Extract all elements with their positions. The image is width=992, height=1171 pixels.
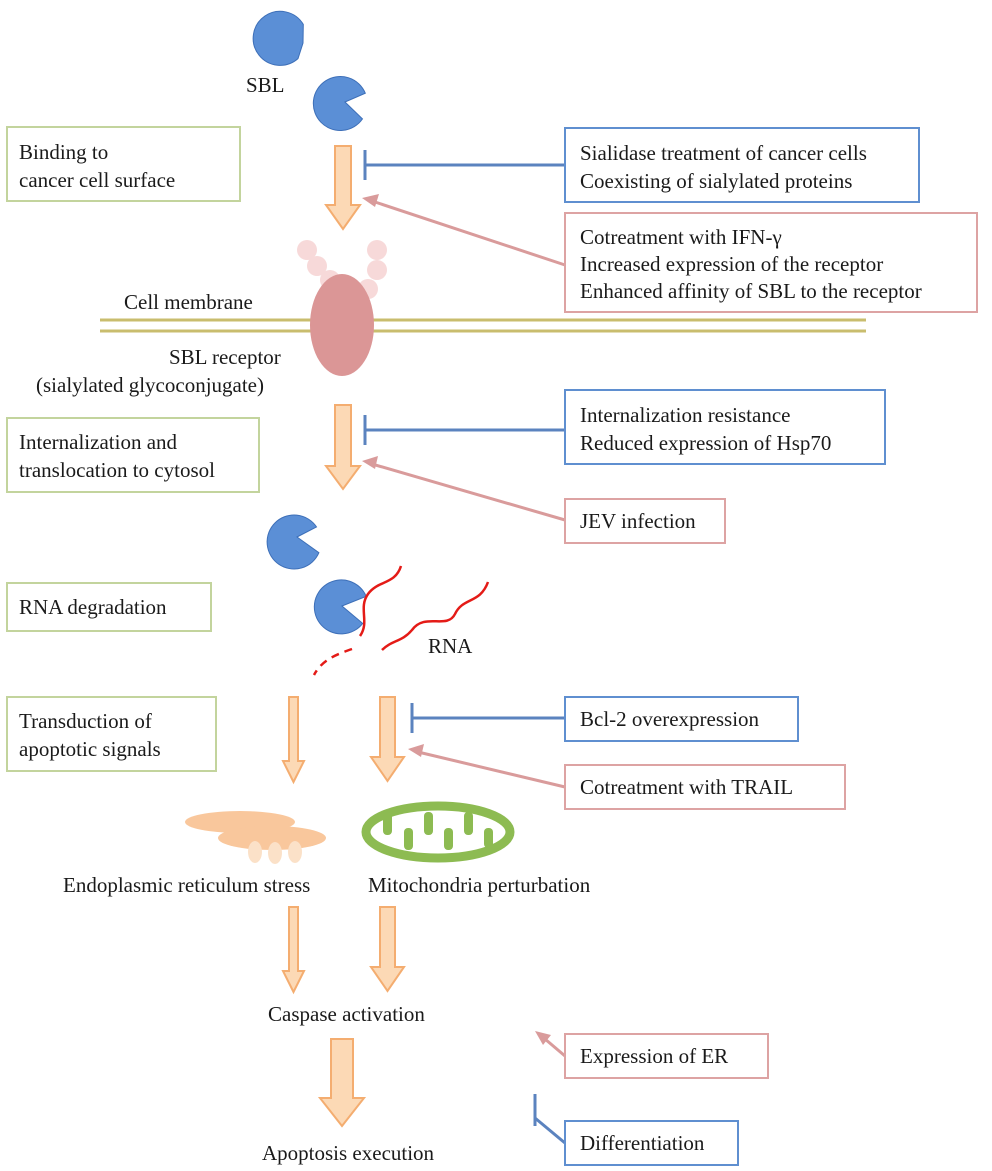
modifier-er-expression: Expression of ER xyxy=(564,1033,769,1079)
stage-internalization: Internalization and translocation to cyt… xyxy=(6,417,260,493)
enhance-head-ifn xyxy=(362,194,379,207)
enhance-head-er-expression xyxy=(535,1031,551,1045)
modifier-jev-infection: JEV infection xyxy=(564,498,726,544)
sbl-label: SBL xyxy=(246,73,285,97)
flow-arrow-binding xyxy=(324,145,362,231)
enhance-head-jev xyxy=(362,456,378,469)
enhance-head-trail xyxy=(408,744,424,757)
receptor-label-line2: (sialylated glycoconjugate) xyxy=(36,373,264,397)
enhance-line-trail xyxy=(417,750,566,789)
sbl-lectin-4 xyxy=(313,579,367,635)
modifier-internalization-resistance: Internalization resistance Reduced expre… xyxy=(564,389,886,465)
svg-text:Binding to: Binding to xyxy=(19,140,108,164)
flow-arrow-er-caspase xyxy=(281,906,306,995)
svg-text:Expression of ER: Expression of ER xyxy=(580,1044,728,1068)
svg-text:RNA degradation: RNA degradation xyxy=(19,595,167,619)
receptor-label-line1: SBL receptor xyxy=(169,345,281,369)
svg-text:translocation to cytosol: translocation to cytosol xyxy=(19,458,215,482)
mito-label: Mitochondria perturbation xyxy=(368,873,591,897)
flow-arrow-er-path xyxy=(281,696,306,785)
modifier-ifn-gamma: Cotreatment with IFN-γ Increased express… xyxy=(564,212,978,313)
modifier-differentiation: Differentiation xyxy=(564,1120,739,1166)
svg-text:Transduction of: Transduction of xyxy=(19,709,152,733)
enhance-line-ifn xyxy=(371,199,566,267)
svg-text:Cotreatment with TRAIL: Cotreatment with TRAIL xyxy=(580,775,793,799)
svg-text:cancer cell surface: cancer cell surface xyxy=(19,168,175,192)
stage-transduction: Transduction of apoptotic signals xyxy=(6,696,217,772)
er-shape xyxy=(185,811,326,864)
svg-text:Internalization resistance: Internalization resistance xyxy=(580,403,790,427)
svg-text:Increased expression of the re: Increased expression of the receptor xyxy=(580,252,883,276)
cell-membrane-label: Cell membrane xyxy=(124,290,253,314)
svg-text:JEV infection: JEV infection xyxy=(580,509,696,533)
flow-arrow-internalization xyxy=(324,404,362,491)
er-stress-label: Endoplasmic reticulum stress xyxy=(63,873,310,897)
enhance-line-er-expression xyxy=(544,1037,566,1058)
mitochondria-shape xyxy=(361,801,515,863)
sbl-lectin-1 xyxy=(252,10,304,66)
svg-text:Sialidase treatment of cancer: Sialidase treatment of cancer cells xyxy=(580,141,867,165)
caspase-label: Caspase activation xyxy=(268,1002,425,1026)
sbl-lectin-3 xyxy=(266,514,320,570)
stage-rna-degradation: RNA degradation xyxy=(6,582,212,632)
modifier-sialidase: Sialidase treatment of cancer cells Coex… xyxy=(564,127,920,203)
rna-strand-1 xyxy=(358,565,403,637)
svg-text:apoptotic signals: apoptotic signals xyxy=(19,737,161,761)
svg-text:Reduced expression of Hsp70: Reduced expression of Hsp70 xyxy=(580,431,831,455)
svg-text:Differentiation: Differentiation xyxy=(580,1131,705,1155)
stage-binding: Binding to cancer cell surface xyxy=(6,126,241,202)
rna-strand-1-fragment xyxy=(312,647,353,676)
rna-label: RNA xyxy=(428,634,473,658)
rna-strand-2 xyxy=(381,581,490,651)
flow-arrow-mito-path xyxy=(369,696,406,783)
svg-text:Coexisting of sialylated prote: Coexisting of sialylated proteins xyxy=(580,169,852,193)
enhance-line-jev xyxy=(371,462,566,522)
svg-text:Enhanced affinity of SBL to th: Enhanced affinity of SBL to the receptor xyxy=(580,279,922,303)
modifier-trail: Cotreatment with TRAIL xyxy=(564,764,846,810)
apoptosis-label: Apoptosis execution xyxy=(262,1141,435,1165)
inhibit-line-differentiation xyxy=(534,1116,566,1145)
sbl-receptor-shape xyxy=(310,274,374,376)
modifier-bcl2: Bcl-2 overexpression xyxy=(564,696,799,742)
flow-arrow-mito-caspase xyxy=(369,906,406,993)
svg-text:Cotreatment with IFN-γ: Cotreatment with IFN-γ xyxy=(580,225,782,249)
svg-text:Internalization and: Internalization and xyxy=(19,430,178,454)
svg-text:Bcl-2 overexpression: Bcl-2 overexpression xyxy=(580,707,760,731)
flow-arrow-apoptosis xyxy=(317,1038,367,1128)
sbl-lectin-2 xyxy=(312,76,366,131)
